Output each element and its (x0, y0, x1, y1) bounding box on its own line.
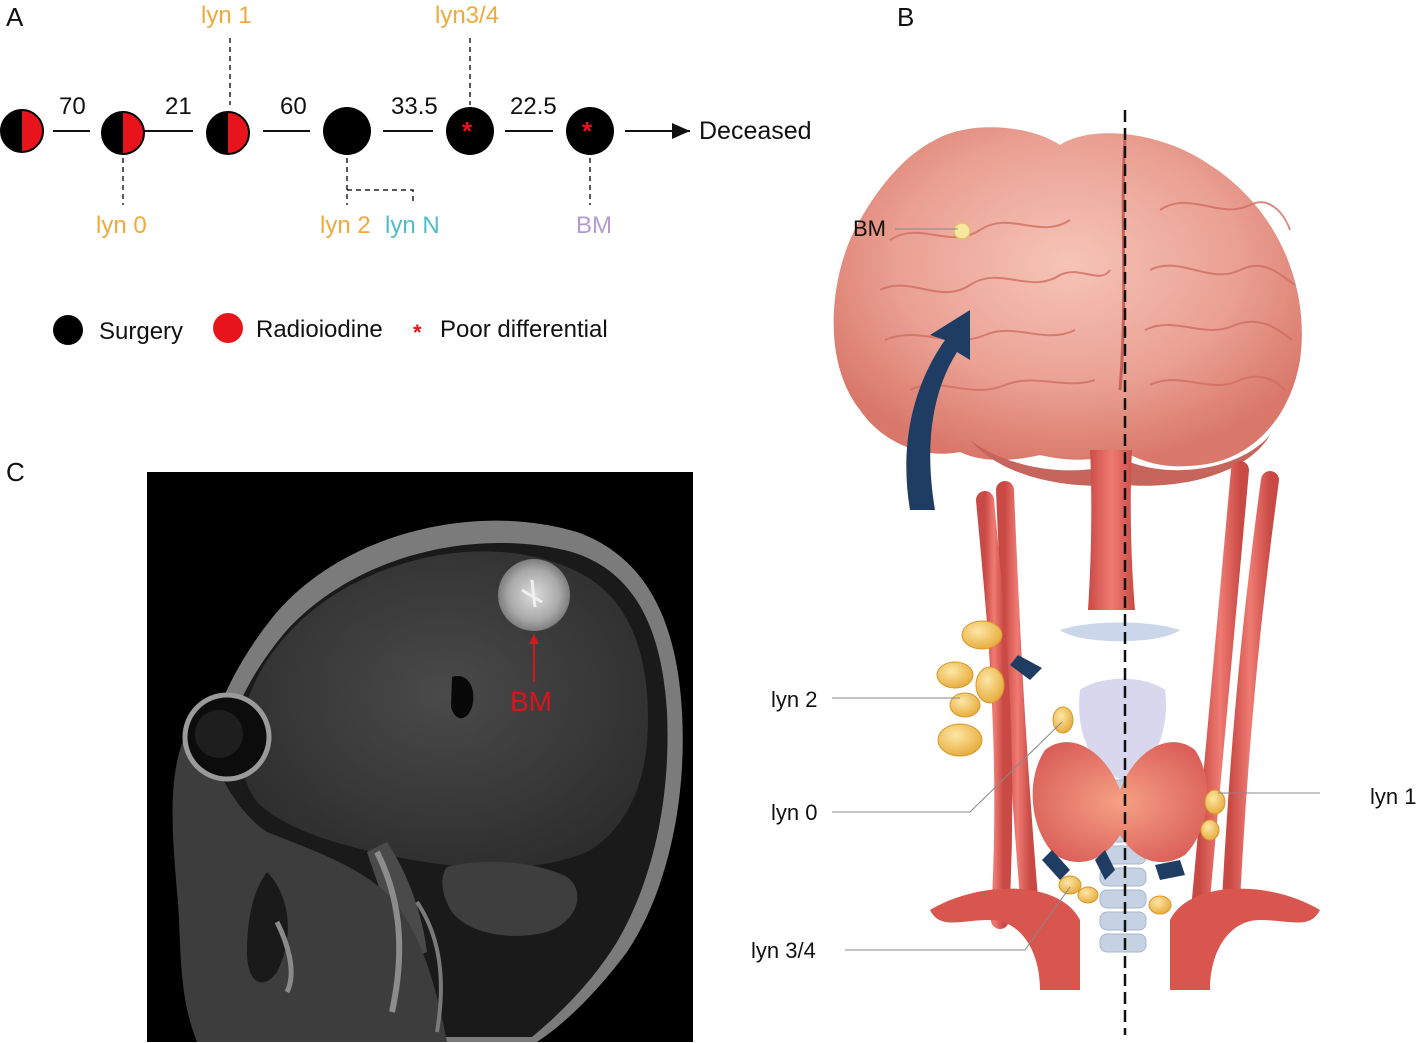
timeline-lynN: lyn N (385, 212, 440, 239)
timeline-lyn1: lyn 1 (201, 2, 252, 29)
event-2-surgery-radioiodine (101, 111, 145, 155)
event-5-surgery-poor-differential (446, 107, 494, 155)
treatment-timeline (0, 38, 690, 205)
anatomy-lyn2-label: lyn 2 (771, 687, 818, 712)
poor-differential-star-1: * (462, 116, 473, 146)
legend-surgery-marker (53, 315, 83, 345)
timeline-lyn2: lyn 2 (320, 212, 371, 239)
event-1-surgery-radioiodine (0, 109, 44, 153)
timeline-bm: BM (576, 212, 612, 239)
interval-3: 60 (280, 93, 307, 120)
legend-radioiodine-marker (213, 313, 243, 343)
panel-c-label: C (6, 457, 25, 487)
brain-metastasis (953, 222, 971, 240)
timeline-dashed-leaders (122, 38, 591, 205)
interval-1: 70 (59, 93, 86, 120)
mri-bm-label: BM (510, 686, 552, 717)
anatomy-lyn1-label: lyn 1 (1370, 784, 1417, 809)
legend-radioiodine-label: Radioiodine (256, 316, 383, 343)
panel-a-label: A (6, 2, 24, 32)
legend-surgery-label: Surgery (99, 318, 184, 345)
legend-poor-label: Poor differential (440, 316, 608, 343)
brain (833, 127, 1302, 467)
legend-star-marker: * (413, 320, 422, 345)
panel-b-label: B (897, 2, 915, 32)
deceased-label: Deceased (699, 117, 812, 145)
thyroid (1032, 742, 1208, 863)
anatomy-lyn34-label: lyn 3/4 (751, 938, 816, 963)
metastasis-arrows (906, 310, 1185, 880)
anatomy-lyn0-label: lyn 0 (771, 800, 818, 825)
lymph-nodes (936, 620, 1226, 915)
event-3-surgery-radioiodine (206, 111, 250, 155)
event-4-surgery (323, 107, 371, 155)
anatomy-bm-label: BM (853, 216, 886, 241)
interval-2: 21 (165, 93, 192, 120)
interval-5: 22.5 (510, 93, 557, 120)
timeline-lyn0: lyn 0 (96, 212, 147, 239)
anatomy-illustration (832, 110, 1320, 1035)
timeline-lyn34: lyn3/4 (435, 2, 500, 29)
brain-mri-image (147, 472, 693, 1042)
interval-4: 33.5 (391, 93, 438, 120)
legend-markers (53, 313, 243, 345)
poor-differential-star-2: * (582, 116, 593, 146)
event-6-surgery-poor-differential (566, 107, 614, 155)
